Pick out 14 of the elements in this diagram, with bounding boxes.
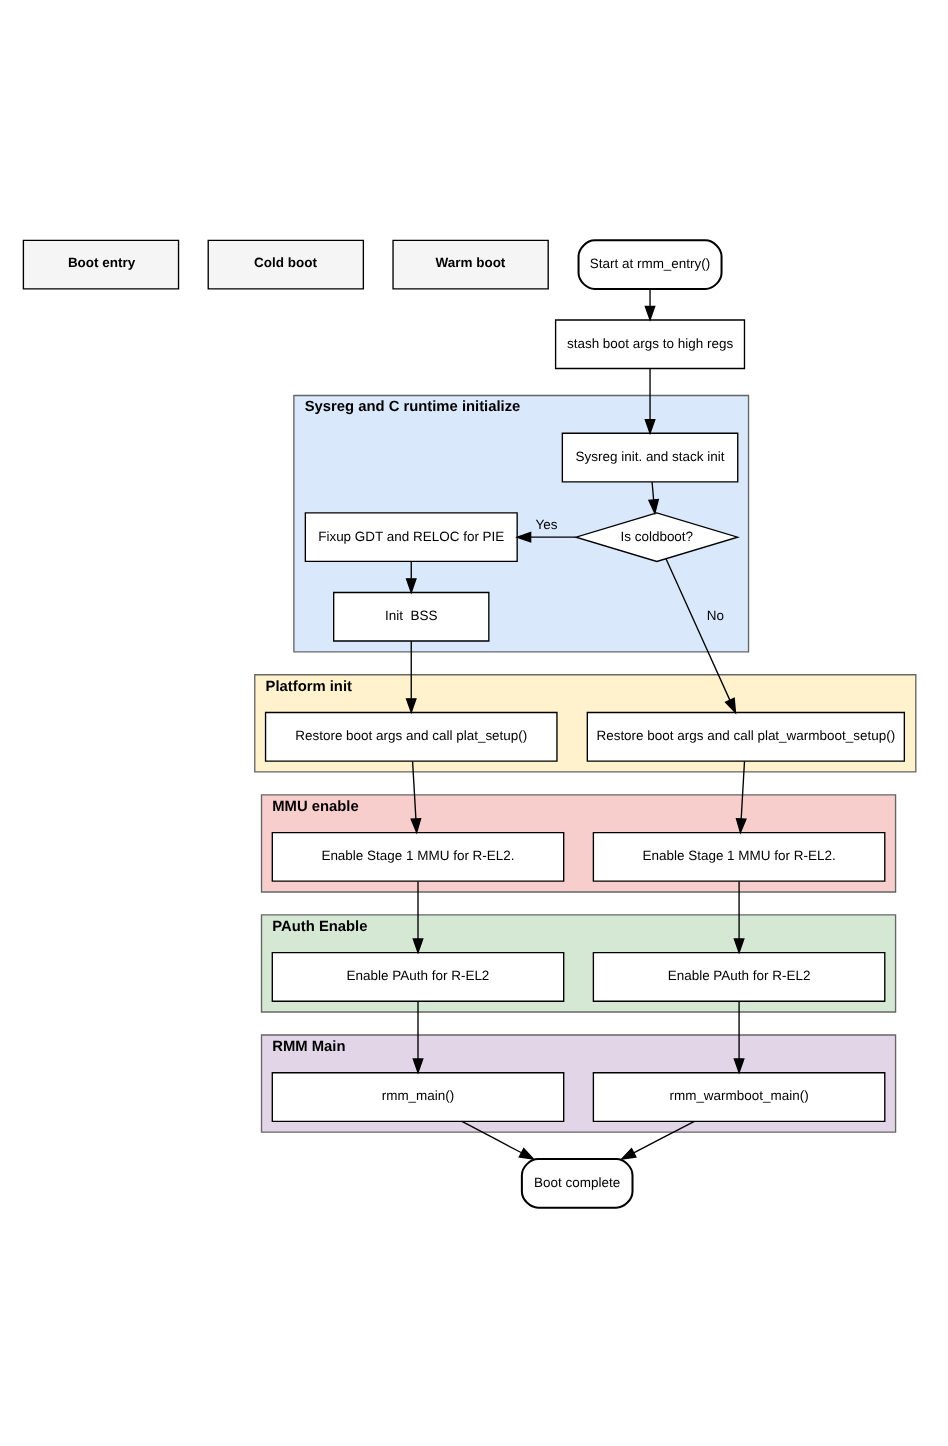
arrow — [404, 639, 416, 714]
arrow — [732, 999, 744, 1074]
arrow — [411, 999, 423, 1074]
arrow — [514, 530, 576, 542]
arrow — [618, 1119, 695, 1159]
arrow — [732, 879, 744, 954]
arrow — [411, 879, 423, 954]
arrow — [460, 1119, 535, 1159]
arrow — [664, 557, 736, 714]
arrow — [734, 759, 746, 834]
arrow — [643, 367, 655, 435]
arrow — [409, 759, 421, 834]
arrow — [646, 480, 659, 515]
arrow — [643, 287, 655, 321]
